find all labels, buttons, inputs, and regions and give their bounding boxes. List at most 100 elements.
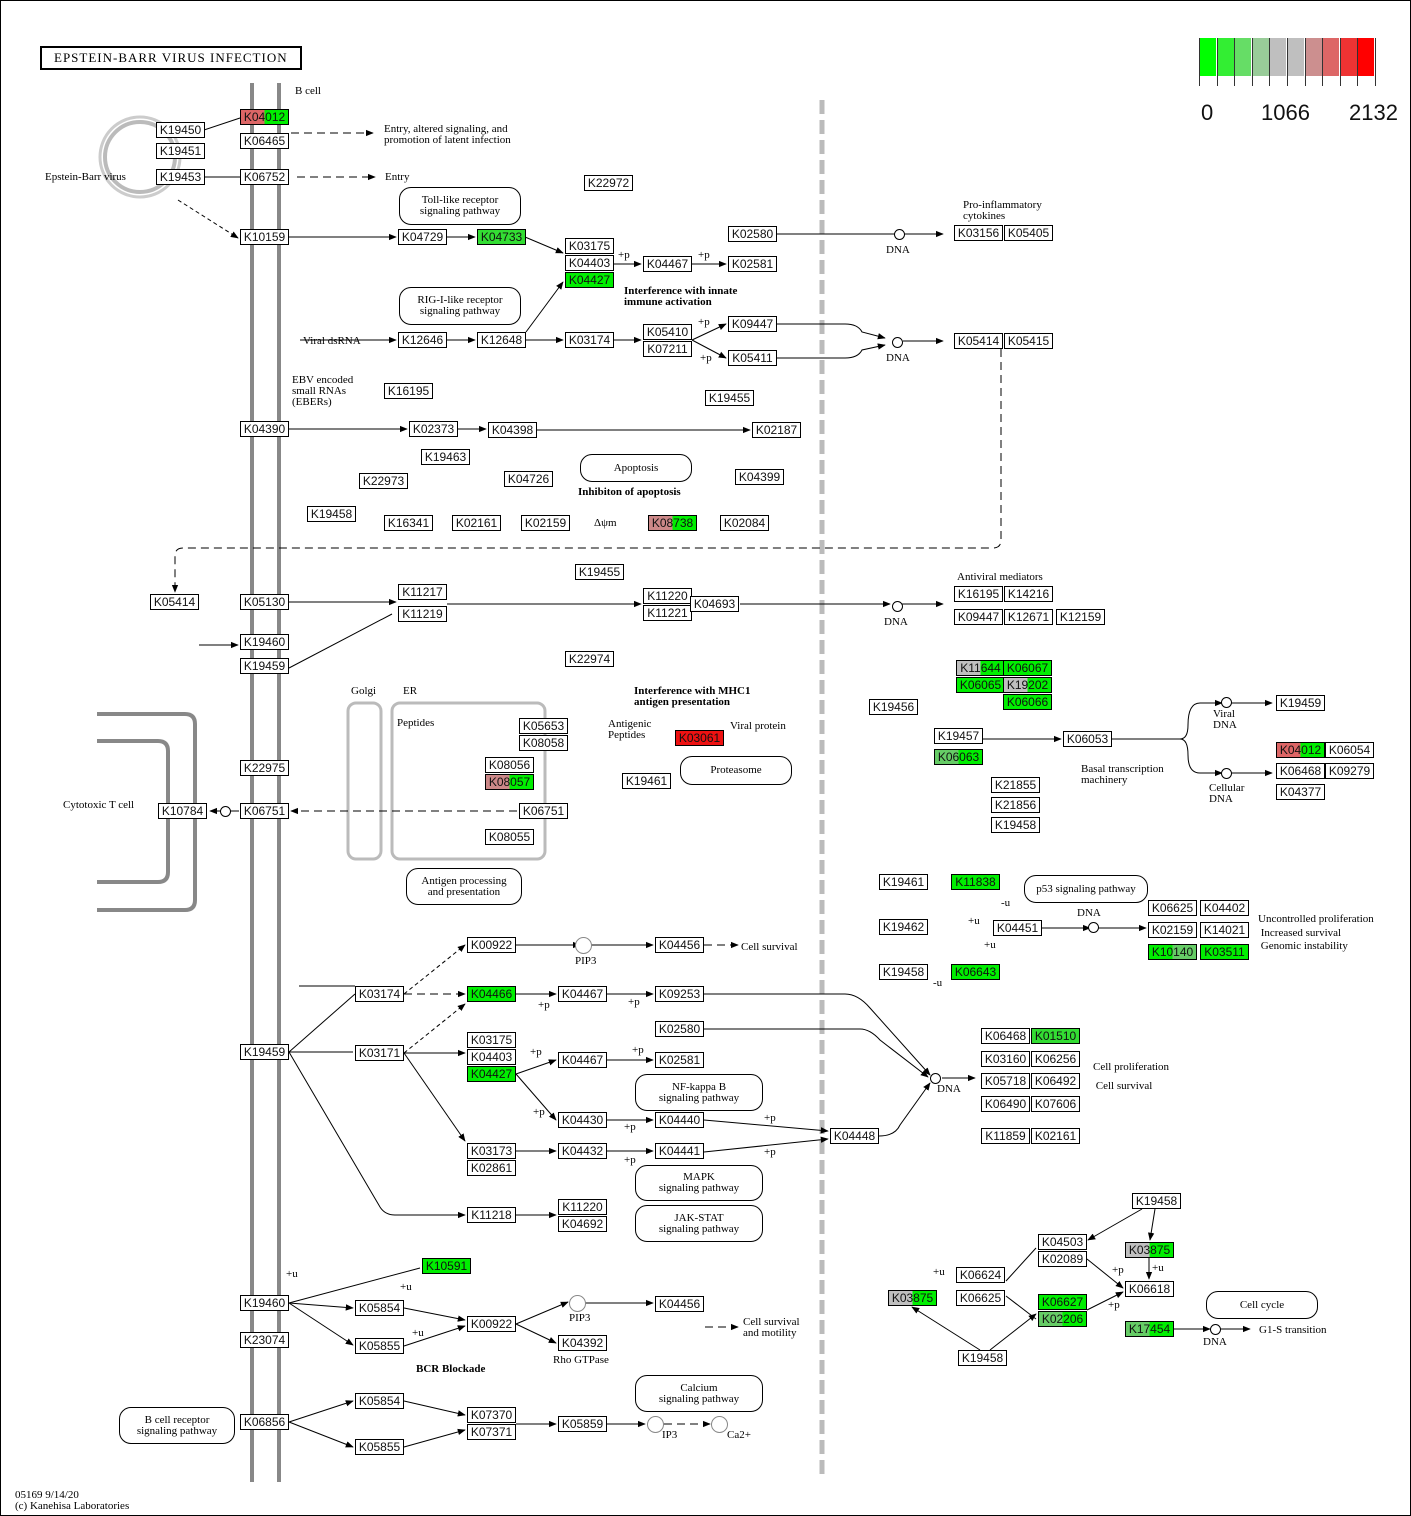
gene-node-k04427[interactable]: K04427 (565, 272, 614, 288)
gene-node-k19458[interactable]: K19458 (879, 964, 928, 980)
gene-node-k22975[interactable]: K22975 (240, 760, 289, 776)
pathway-link-jakstat[interactable]: JAK-STAT signaling pathway (635, 1205, 763, 1242)
gene-node-k12671[interactable]: K12671 (1004, 609, 1053, 625)
gene-node-k04733[interactable]: K04733 (477, 229, 526, 245)
gene-node-k06751[interactable]: K06751 (240, 803, 289, 819)
gene-node-k06624[interactable]: K06624 (956, 1267, 1005, 1283)
gene-node-k11219[interactable]: K11219 (398, 606, 447, 622)
gene-node-k11859[interactable]: K11859 (981, 1128, 1030, 1144)
gene-node-k02580[interactable]: K02580 (728, 226, 777, 242)
gene-node-k21855[interactable]: K21855 (991, 777, 1040, 793)
gene-node-k03156[interactable]: K03156 (954, 225, 1003, 241)
gene-node-k11221[interactable]: K11221 (643, 605, 692, 621)
gene-node-k22972[interactable]: K22972 (584, 175, 633, 191)
gene-node-k06643[interactable]: K06643 (951, 964, 1000, 980)
gene-node-k04012[interactable]: K04012 (240, 109, 289, 125)
gene-node-k04692[interactable]: K04692 (558, 1216, 607, 1232)
gene-node-k04451[interactable]: K04451 (993, 920, 1042, 936)
gene-node-k03875[interactable]: K03875 (888, 1290, 937, 1306)
gene-node-k06618[interactable]: K06618 (1125, 1281, 1174, 1297)
gene-node-k09447[interactable]: K09447 (954, 609, 1003, 625)
gene-node-k00922[interactable]: K00922 (467, 1316, 516, 1332)
gene-node-k01510[interactable]: K01510 (1031, 1028, 1080, 1044)
gene-node-k05405[interactable]: K05405 (1004, 225, 1053, 241)
gene-node-k04467[interactable]: K04467 (558, 1052, 607, 1068)
gene-node-k08056[interactable]: K08056 (485, 757, 534, 773)
gene-node-k04467[interactable]: K04467 (558, 986, 607, 1002)
gene-node-k03160[interactable]: K03160 (981, 1051, 1030, 1067)
gene-node-k23074[interactable]: K23074 (240, 1332, 289, 1348)
gene-node-k06067[interactable]: K06067 (1003, 660, 1052, 676)
gene-node-k03875[interactable]: K03875 (1125, 1242, 1174, 1258)
gene-node-k05414[interactable]: K05414 (954, 333, 1003, 349)
gene-node-k02159[interactable]: K02159 (1148, 922, 1197, 938)
gene-node-k19458[interactable]: K19458 (1132, 1193, 1181, 1209)
pathway-link-cellcycle[interactable]: Cell cycle (1206, 1291, 1318, 1319)
gene-node-k19459[interactable]: K19459 (240, 1044, 289, 1060)
gene-node-k08058[interactable]: K08058 (519, 735, 568, 751)
gene-node-k02161[interactable]: K02161 (1031, 1128, 1080, 1144)
gene-node-k04427[interactable]: K04427 (467, 1066, 516, 1082)
pathway-link-calcium[interactable]: Calcium signaling pathway (635, 1375, 763, 1412)
gene-node-k19461[interactable]: K19461 (622, 773, 671, 789)
gene-node-k04012[interactable]: K04012 (1276, 742, 1325, 758)
gene-node-k06053[interactable]: K06053 (1063, 731, 1112, 747)
gene-node-k06468[interactable]: K06468 (1276, 763, 1325, 779)
gene-node-k08055[interactable]: K08055 (485, 829, 534, 845)
gene-node-k07370[interactable]: K07370 (467, 1407, 516, 1423)
gene-node-k04441[interactable]: K04441 (655, 1143, 704, 1159)
gene-node-k06751[interactable]: K06751 (519, 803, 568, 819)
gene-node-k02861[interactable]: K02861 (467, 1160, 516, 1176)
gene-node-k00922[interactable]: K00922 (467, 937, 516, 953)
gene-node-k04403[interactable]: K04403 (565, 255, 614, 271)
pathway-link-tlr[interactable]: Toll-like receptor signaling pathway (399, 187, 521, 225)
pathway-link-antigen[interactable]: Antigen processing and presentation (406, 868, 522, 905)
gene-node-k19463[interactable]: K19463 (421, 449, 470, 465)
gene-node-k06065[interactable]: K06065 (956, 677, 1005, 693)
gene-node-k10140[interactable]: K10140 (1148, 944, 1197, 960)
gene-node-k04399[interactable]: K04399 (735, 469, 784, 485)
gene-node-k09279[interactable]: K09279 (1325, 763, 1374, 779)
gene-node-k19461[interactable]: K19461 (879, 874, 928, 890)
gene-node-k02161[interactable]: K02161 (452, 515, 501, 531)
gene-node-k09447[interactable]: K09447 (728, 316, 777, 332)
gene-node-k04432[interactable]: K04432 (558, 1143, 607, 1159)
gene-node-k03171[interactable]: K03171 (355, 1045, 404, 1061)
gene-node-k06752[interactable]: K06752 (240, 169, 289, 185)
gene-node-k19455[interactable]: K19455 (705, 390, 754, 406)
gene-node-k22974[interactable]: K22974 (565, 651, 614, 667)
gene-node-k03175[interactable]: K03175 (467, 1032, 516, 1048)
gene-node-k05410[interactable]: K05410 (643, 324, 692, 340)
gene-node-k05415[interactable]: K05415 (1004, 333, 1053, 349)
gene-node-k16195[interactable]: K16195 (954, 586, 1003, 602)
gene-node-k11218[interactable]: K11218 (467, 1207, 516, 1223)
gene-node-k05854[interactable]: K05854 (355, 1393, 404, 1409)
gene-node-k02187[interactable]: K02187 (752, 422, 801, 438)
gene-node-k19458[interactable]: K19458 (958, 1350, 1007, 1366)
gene-node-k10784[interactable]: K10784 (158, 803, 207, 819)
gene-node-k06492[interactable]: K06492 (1031, 1073, 1080, 1089)
gene-node-k04392[interactable]: K04392 (558, 1335, 607, 1351)
gene-node-k10159[interactable]: K10159 (240, 229, 289, 245)
gene-node-k14216[interactable]: K14216 (1004, 586, 1053, 602)
gene-node-k06465[interactable]: K06465 (240, 133, 289, 149)
gene-node-k02580[interactable]: K02580 (655, 1021, 704, 1037)
pathway-link-bcr[interactable]: B cell receptor signaling pathway (119, 1407, 235, 1444)
gene-node-k05855[interactable]: K05855 (355, 1439, 404, 1455)
pathway-link-apoptosis[interactable]: Apoptosis (580, 454, 692, 482)
gene-node-k04456[interactable]: K04456 (655, 1296, 704, 1312)
gene-node-k12159[interactable]: K12159 (1056, 609, 1105, 625)
gene-node-k02084[interactable]: K02084 (720, 515, 769, 531)
gene-node-k11220[interactable]: K11220 (558, 1199, 607, 1215)
gene-node-k21856[interactable]: K21856 (991, 797, 1040, 813)
gene-node-k14021[interactable]: K14021 (1200, 922, 1249, 938)
gene-node-k06490[interactable]: K06490 (981, 1096, 1030, 1112)
gene-node-k19456[interactable]: K19456 (869, 699, 918, 715)
gene-node-k19457[interactable]: K19457 (934, 728, 983, 744)
gene-node-k12648[interactable]: K12648 (477, 332, 526, 348)
gene-node-k03174[interactable]: K03174 (565, 332, 614, 348)
gene-node-k04440[interactable]: K04440 (655, 1112, 704, 1128)
gene-node-k06063[interactable]: K06063 (934, 749, 983, 765)
gene-node-k02581[interactable]: K02581 (728, 256, 777, 272)
pathway-link-p53[interactable]: p53 signaling pathway (1024, 875, 1148, 903)
